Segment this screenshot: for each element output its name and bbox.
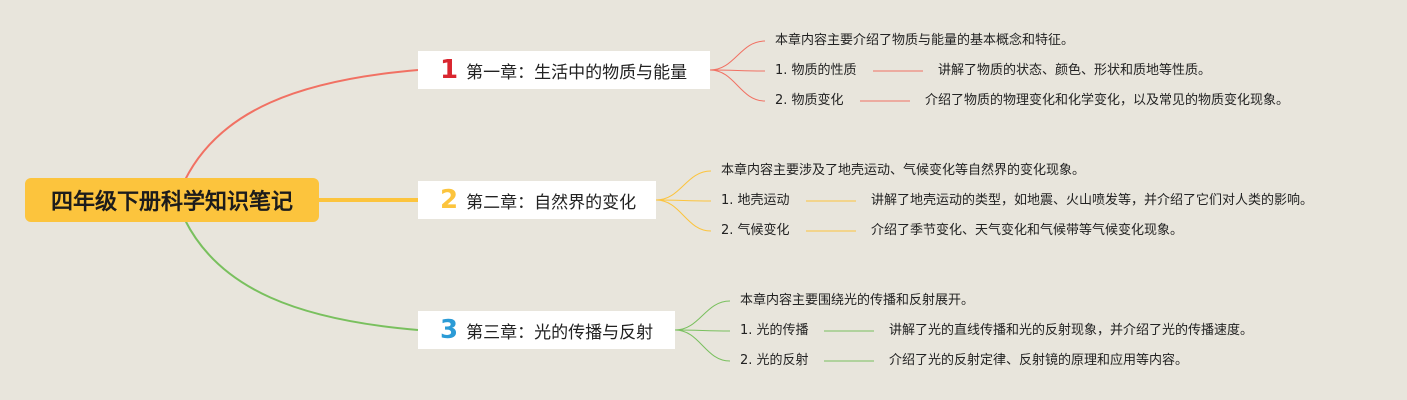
chapter-2-item-1-desc: 讲解了地壳运动的类型，如地震、火山喷发等，并介绍了它们对人类的影响。 [871,193,1314,208]
ch2-branches [655,170,856,232]
chapter-1-summary: 本章内容主要介绍了物质与能量的基本概念和特征。 [775,33,1075,48]
ch1-branches [709,40,923,102]
chapter-1-item-2-label: 2. 物质变化 [775,93,844,108]
connector-root-ch1 [184,69,419,181]
chapter-2-item-2-desc: 介绍了季节变化、天气变化和气候带等气候变化现象。 [871,223,1184,238]
chapter-2-item-2-label: 2. 气候变化 [721,223,790,238]
chapter-3-title: 第三章：光的传播与反射 [466,322,654,343]
chapter-3-item-2-label: 2. 光的反射 [740,353,809,368]
chapter-3-item-1-label: 1. 光的传播 [740,323,809,338]
connector-root-ch3 [184,219,419,331]
chapter-1-number: 1 [440,55,459,85]
chapter-1-node[interactable]: 1 第一章：生活中的物质与能量 [418,51,710,89]
root-topic[interactable]: 四年级下册科学知识笔记 [25,178,319,222]
chapter-3-summary: 本章内容主要围绕光的传播和反射展开。 [740,293,975,308]
chapter-3-node[interactable]: 3 第三章：光的传播与反射 [418,311,675,349]
root-title: 四年级下册科学知识笔记 [50,190,293,215]
chapter-2-item-1-label: 1. 地壳运动 [721,193,790,208]
chapter-3-item-2-desc: 介绍了光的反射定律、反射镜的原理和应用等内容。 [889,353,1189,368]
chapter-2-summary: 本章内容主要涉及了地壳运动、气候变化等自然界的变化现象。 [721,163,1086,178]
chapter-1-item-1-label: 1. 物质的性质 [775,63,857,78]
chapter-2-node[interactable]: 2 第二章：自然界的变化 [418,181,656,219]
chapter-3-item-1-desc: 讲解了光的直线传播和光的反射现象，并介绍了光的传播速度。 [889,323,1254,338]
ch3-branches [674,300,874,362]
chapter-1-title: 第一章：生活中的物质与能量 [466,62,688,83]
chapter-3-number: 3 [440,315,459,345]
chapter-2-number: 2 [440,185,459,215]
chapter-1-item-1-desc: 讲解了物质的状态、颜色、形状和质地等性质。 [938,63,1212,78]
chapter-1-item-2-desc: 介绍了物质的物理变化和化学变化，以及常见的物质变化现象。 [925,93,1290,108]
chapter-2-title: 第二章：自然界的变化 [466,192,637,213]
